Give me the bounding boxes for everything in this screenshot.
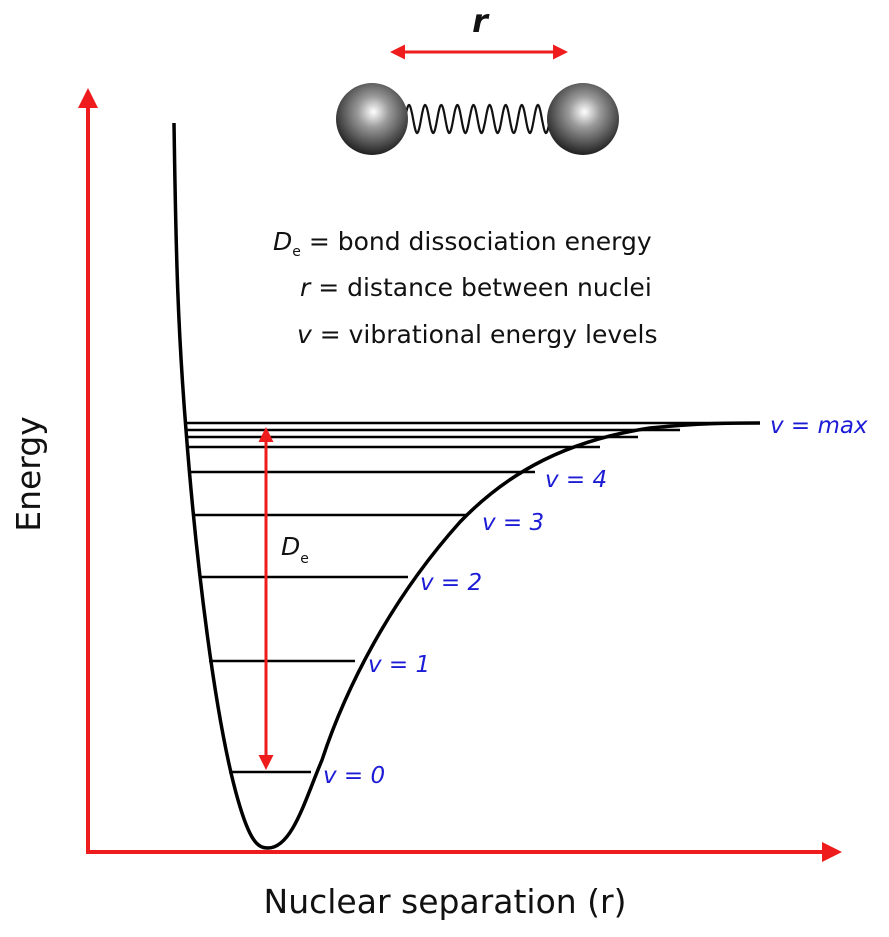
legend-v: v = vibrational energy levels — [297, 320, 657, 349]
energy-level-lines — [186, 421, 760, 774]
well-depth-subscript: e — [300, 551, 309, 567]
diatomic-molecule: r — [336, 2, 619, 155]
legend-v-symbol: v — [297, 320, 313, 349]
atom-left — [336, 83, 408, 155]
energy-level-labels: v = 0 v = 1 v = 2 v = 3 v = 4 v = max — [323, 413, 868, 789]
potential-curve — [172, 122, 761, 850]
level-label-1: v = 1 — [368, 652, 430, 678]
well-depth-label: De — [281, 532, 309, 567]
well-depth-symbol: D — [281, 532, 300, 561]
level-label-0: v = 0 — [323, 763, 385, 789]
level-label-2: v = 2 — [420, 570, 482, 596]
legend-r: r = distance between nuclei — [300, 273, 652, 302]
legend-de: De = bond dissociation energy — [273, 227, 652, 260]
legend-v-text: = vibrational energy levels — [312, 320, 658, 349]
legend-de-text: = bond dissociation energy — [301, 227, 652, 256]
legend-de-symbol: D — [273, 227, 292, 256]
level-label-3: v = 3 — [482, 510, 544, 536]
legend-r-symbol: r — [300, 273, 312, 302]
y-axis-label: Energy — [9, 416, 48, 532]
legend-de-subscript: e — [292, 244, 301, 260]
atom-right — [547, 83, 619, 155]
bond-length-label: r — [472, 2, 490, 40]
legend-r-text: = distance between nuclei — [310, 273, 651, 302]
spring — [403, 103, 552, 135]
x-axis-label: Nuclear separation (r) — [264, 882, 627, 921]
legend: De = bond dissociation energy r = distan… — [273, 227, 657, 349]
level-label-4: v = 4 — [545, 467, 607, 493]
level-label-max: v = max — [770, 413, 868, 439]
